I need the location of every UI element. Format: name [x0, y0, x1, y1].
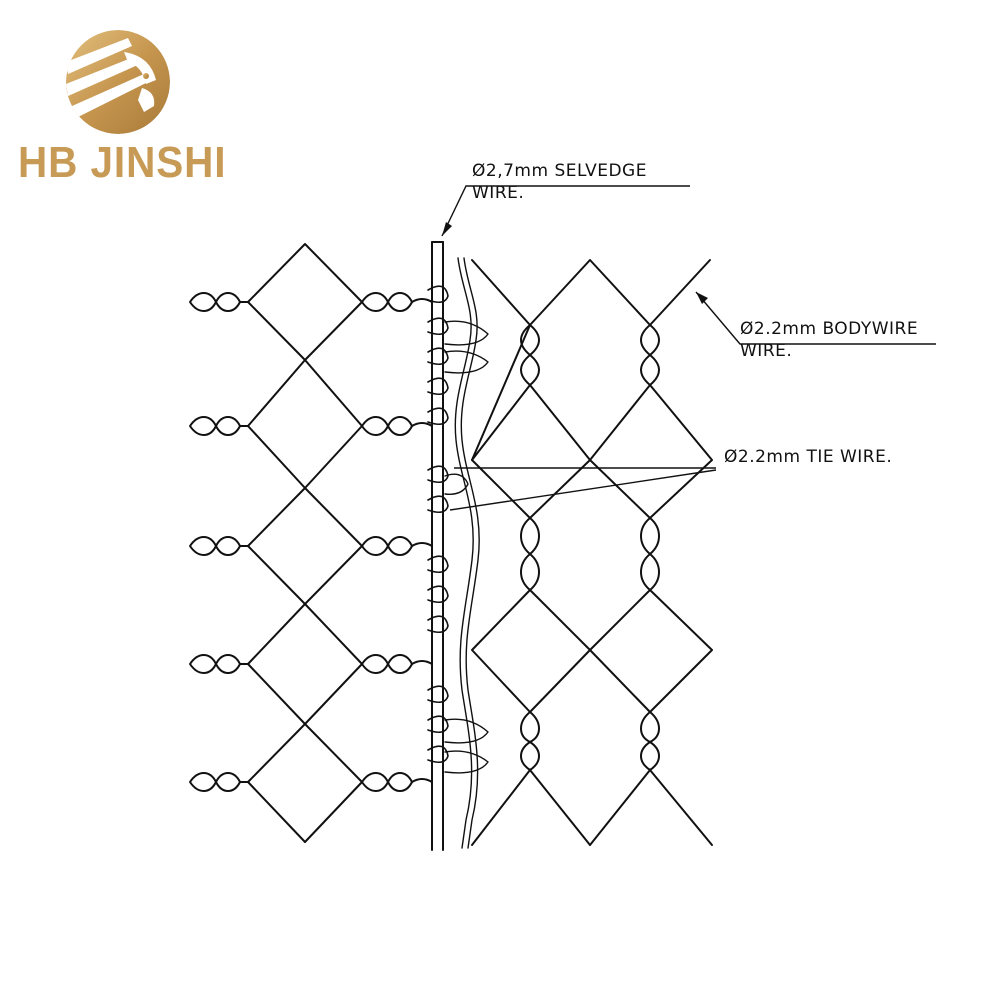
selvedge-arrowhead — [442, 222, 452, 236]
selvedge-leader-line — [441, 185, 690, 237]
selvedge-label-line1: Ø2,7mm SELVEDGE — [472, 161, 647, 181]
left-mesh-right-twists — [361, 292, 433, 792]
right-mesh — [471, 259, 713, 846]
tiewire-label-line1: Ø2.2mm TIE WIRE. — [724, 447, 893, 467]
left-mesh — [247, 243, 363, 843]
bodywire-arrowhead — [696, 292, 708, 304]
bodywire-label-line1: Ø2.2mm BODYWIRE — [740, 319, 919, 339]
selvedge-wraps — [427, 285, 449, 764]
brand-name: HB JINSHI — [18, 138, 227, 187]
bodywire-label-line2: WIRE. — [740, 341, 793, 361]
bodywire-callout: Ø2.2mm BODYWIRE WIRE. — [740, 318, 918, 362]
bodywire-leader-line — [695, 291, 936, 345]
gold-lion-emblem-icon — [66, 30, 170, 134]
selvedge-label-line2: WIRE. — [472, 183, 525, 203]
tie-wire — [444, 257, 489, 849]
left-twists — [189, 292, 249, 792]
selvedge-callout: Ø2,7mm SELVEDGE WIRE. — [472, 160, 647, 204]
right-mesh-twists — [520, 324, 660, 771]
tiewire-leader-line-2 — [449, 469, 717, 511]
tiewire-callout: Ø2.2mm TIE WIRE. — [724, 446, 892, 468]
